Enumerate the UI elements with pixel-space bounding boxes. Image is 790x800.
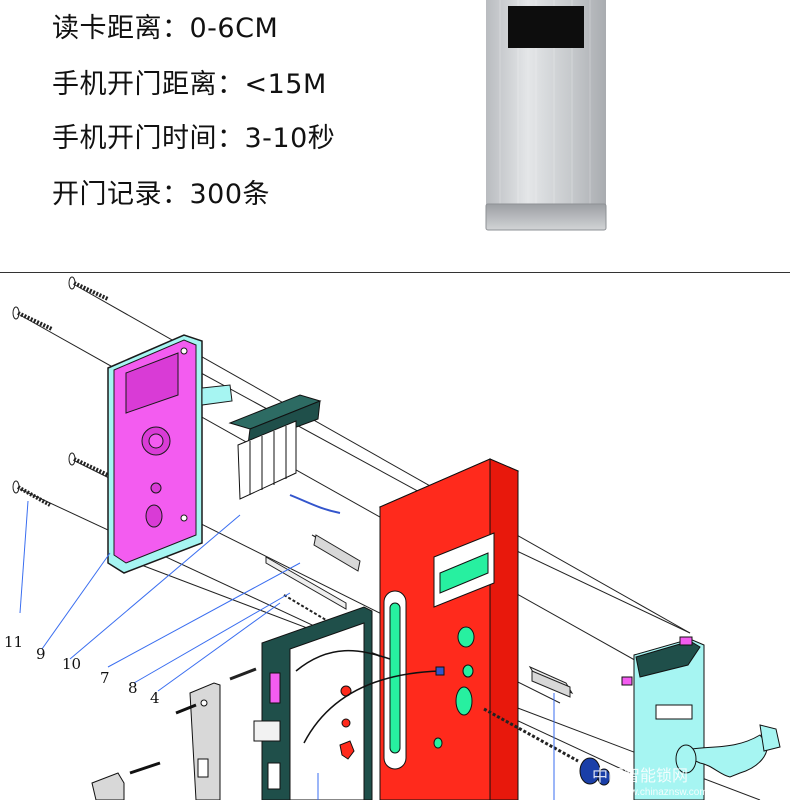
spec-phone-time: 手机开门时间：3-10秒: [52, 116, 335, 155]
spec-open-records: 开门记录：300条: [52, 172, 270, 211]
spec-label: 手机开门时间：: [52, 123, 245, 154]
spec-value: 300条: [189, 179, 271, 210]
screw: [12, 480, 51, 507]
card-reader-window: [508, 6, 584, 48]
front-panel: [107, 334, 233, 574]
spacer-parts: [229, 534, 369, 681]
long-screws: [12, 276, 109, 507]
handle-base: [485, 203, 607, 231]
screw: [68, 276, 109, 301]
rear-panel: [621, 636, 781, 800]
strike-plate: [91, 682, 221, 800]
watermark-main: 中国智能锁网: [592, 767, 688, 785]
spec-label: 开门记录：: [52, 179, 190, 210]
watermark-sub: www.chinaznsw.com: [615, 787, 708, 798]
spindle-parts: [483, 665, 611, 786]
door-body: [378, 458, 520, 800]
screw: [12, 306, 53, 331]
screw: [68, 452, 109, 477]
callout-leaders: [19, 500, 555, 800]
spec-read-distance: 读卡距离：0-6CM: [52, 6, 278, 45]
mortise-lock: [253, 606, 445, 800]
spec-value: <15M: [244, 69, 327, 100]
spec-phone-distance: 手机开门距离：<15M: [52, 62, 327, 101]
spec-value: 3-10秒: [244, 123, 336, 154]
spec-label: 手机开门距离：: [52, 69, 245, 100]
callout-11: 11: [4, 633, 23, 651]
spec-label: 读卡距离：: [52, 13, 190, 44]
card-reader-module: [228, 394, 341, 514]
callout-4: 4: [150, 689, 160, 707]
watermark: 中国智能锁网 www.chinaznsw.com: [592, 767, 708, 798]
callout-10: 10: [62, 655, 81, 673]
callout-8: 8: [128, 679, 138, 697]
lock-panel-photo: [485, 0, 607, 231]
exploded-diagram: 11 9 10 7 8 4 中国智能锁网 www.chinaznsw.com: [4, 276, 781, 800]
section-divider: [0, 272, 790, 273]
callout-7: 7: [100, 669, 110, 687]
callout-9: 9: [36, 645, 46, 663]
spec-value: 0-6CM: [189, 13, 279, 44]
